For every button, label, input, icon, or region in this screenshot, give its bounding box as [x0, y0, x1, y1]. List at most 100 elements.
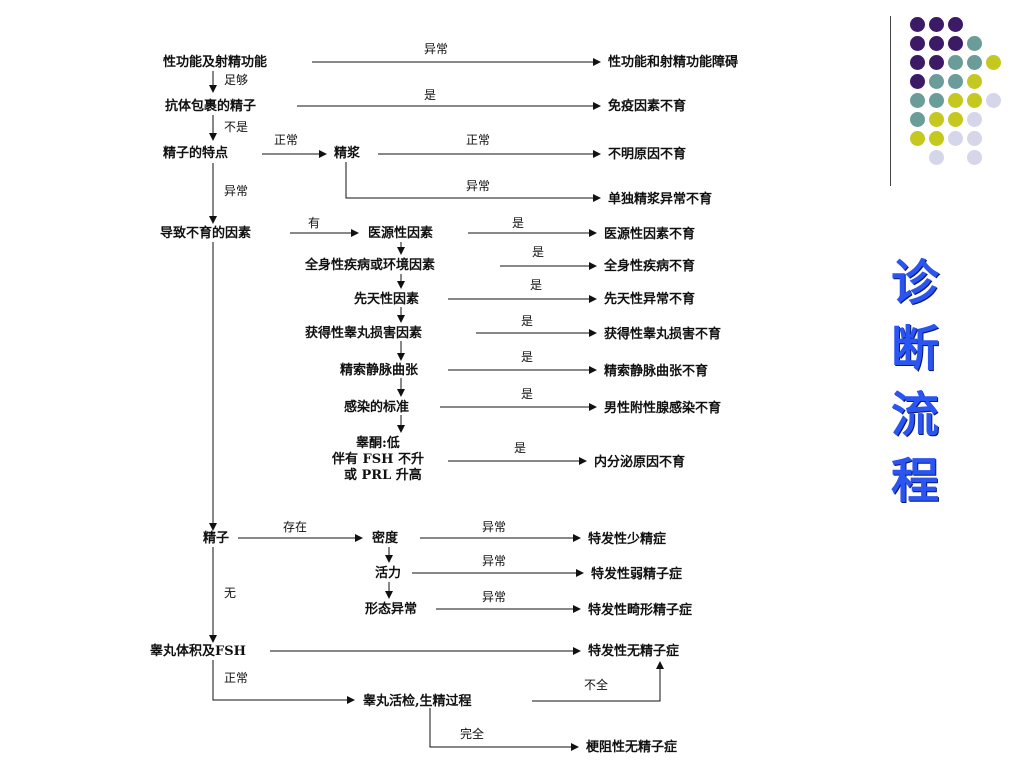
edge-label-complete: 完全 — [460, 727, 485, 741]
edge-label-yes: 是 — [521, 350, 534, 364]
dot — [986, 55, 1001, 70]
dot — [948, 112, 963, 127]
dot — [967, 131, 982, 146]
node-infection-result: 男性附性腺感染不育 — [604, 401, 722, 416]
dot — [929, 112, 944, 127]
node-sperm: 精子 — [203, 531, 230, 546]
edge-label-enough: 足够 — [224, 73, 249, 87]
node-isolated-plasma-infertility: 单独精浆异常不育 — [608, 192, 713, 207]
node-density: 密度 — [372, 531, 399, 546]
edge-label-abnormal: 异常 — [482, 520, 507, 534]
node-systemic-result: 全身性疾病不育 — [604, 259, 696, 274]
node-sexual-function: 性功能及射精功能 — [163, 55, 268, 70]
node-idiopathic-azoospermia: 特发性无精子症 — [588, 644, 680, 659]
edge-label-none: 无 — [224, 586, 237, 600]
node-asthenospermia: 特发性弱精子症 — [591, 567, 683, 582]
node-prl-raised: 或 PRL 升高 — [344, 468, 422, 483]
edge-label-normal: 正常 — [274, 133, 299, 147]
node-unexplained-infertility: 不明原因不育 — [608, 147, 687, 162]
dot — [910, 36, 925, 51]
dot — [910, 74, 925, 89]
node-oligospermia: 特发性少精症 — [588, 532, 667, 547]
node-testosterone-low: 睾酮:低 — [356, 436, 400, 451]
slide-title: 诊 断 流 程 — [883, 250, 947, 514]
edge-label-incomplete: 不全 — [584, 678, 609, 692]
edge-label-exist: 存在 — [283, 520, 308, 534]
edge-label-yes: 是 — [530, 278, 543, 292]
node-acquired-testis: 获得性睾丸损害因素 — [305, 326, 423, 341]
node-sexual-dysfunction: 性功能和射精功能障碍 — [608, 55, 739, 70]
node-morphology: 形态异常 — [365, 602, 418, 617]
node-testis-volume-fsh: 睾丸体积及FSH — [150, 644, 246, 659]
node-acquired-testis-result: 获得性睾丸损害不育 — [604, 327, 722, 342]
dot — [910, 55, 925, 70]
node-teratospermia: 特发性畸形精子症 — [588, 603, 693, 618]
node-infection: 感染的标准 — [344, 400, 410, 415]
edge-label-abnormal: 异常 — [482, 554, 507, 568]
dot — [929, 131, 944, 146]
edge-label-yes: 是 — [424, 88, 437, 102]
edge-label-yes: 是 — [512, 216, 525, 230]
dot — [929, 93, 944, 108]
dot — [967, 36, 982, 51]
node-congenital: 先天性因素 — [354, 292, 420, 307]
node-obstructive-azoospermia: 梗阻性无精子症 — [586, 740, 678, 755]
edge-label-normal: 正常 — [466, 133, 491, 147]
dot — [967, 93, 982, 108]
dot — [948, 93, 963, 108]
node-seminal-plasma: 精浆 — [334, 146, 361, 161]
title-char: 诊 — [890, 255, 939, 311]
edge-label-yes: 是 — [521, 387, 534, 401]
node-motility: 活力 — [375, 566, 402, 581]
edge-label-no: 不是 — [224, 120, 249, 134]
connector-arrow — [212, 660, 355, 704]
node-endocrine-result: 内分泌原因不育 — [594, 455, 686, 470]
dot — [929, 74, 944, 89]
node-testis-biopsy: 睾丸活检,生精过程 — [363, 694, 472, 709]
title-char: 断 — [890, 321, 939, 377]
divider-line — [890, 16, 891, 186]
node-congenital-result: 先天性异常不育 — [604, 292, 696, 307]
edge-label-yes: 是 — [532, 245, 545, 259]
edge-label-abnormal: 异常 — [224, 184, 249, 198]
edge-label-normal: 正常 — [224, 671, 249, 685]
node-infertility-factors: 导致不育的因素 — [160, 226, 252, 241]
dot — [910, 93, 925, 108]
edge-label-yes: 是 — [514, 441, 527, 455]
dot — [948, 131, 963, 146]
connector-arrow — [345, 162, 601, 202]
node-iatrogenic-result: 医源性因素不育 — [604, 227, 696, 242]
edge-label-abnormal: 异常 — [482, 590, 507, 604]
edge-label-abnormal: 异常 — [466, 179, 491, 193]
dot — [929, 36, 944, 51]
dot — [986, 93, 1001, 108]
title-char: 流 — [890, 387, 939, 443]
dot — [948, 55, 963, 70]
dot — [929, 150, 944, 165]
dot — [910, 112, 925, 127]
node-iatrogenic: 医源性因素 — [368, 226, 434, 241]
dot — [948, 74, 963, 89]
dot — [967, 55, 982, 70]
node-systemic: 全身性疾病或环境因素 — [305, 258, 436, 273]
node-varicocele: 精索静脉曲张 — [340, 363, 419, 378]
connector-arrow — [532, 661, 664, 702]
connector-arrow — [429, 708, 579, 751]
node-antibody-coated-sperm: 抗体包裹的精子 — [165, 99, 257, 114]
dot — [910, 17, 925, 32]
edge-label-yes: 是 — [521, 314, 534, 328]
dot — [967, 150, 982, 165]
dot — [967, 112, 982, 127]
dot — [910, 131, 925, 146]
edge-label-have: 有 — [308, 216, 321, 230]
node-fsh-not-raised: 伴有 FSH 不升 — [332, 452, 424, 467]
title-char: 程 — [890, 453, 939, 509]
node-sperm-characteristics: 精子的特点 — [163, 146, 229, 161]
dot — [948, 17, 963, 32]
dot — [948, 36, 963, 51]
dot — [929, 17, 944, 32]
edge-label-abnormal: 异常 — [424, 42, 449, 56]
node-varicocele-result: 精索静脉曲张不育 — [604, 364, 709, 379]
dot — [967, 74, 982, 89]
